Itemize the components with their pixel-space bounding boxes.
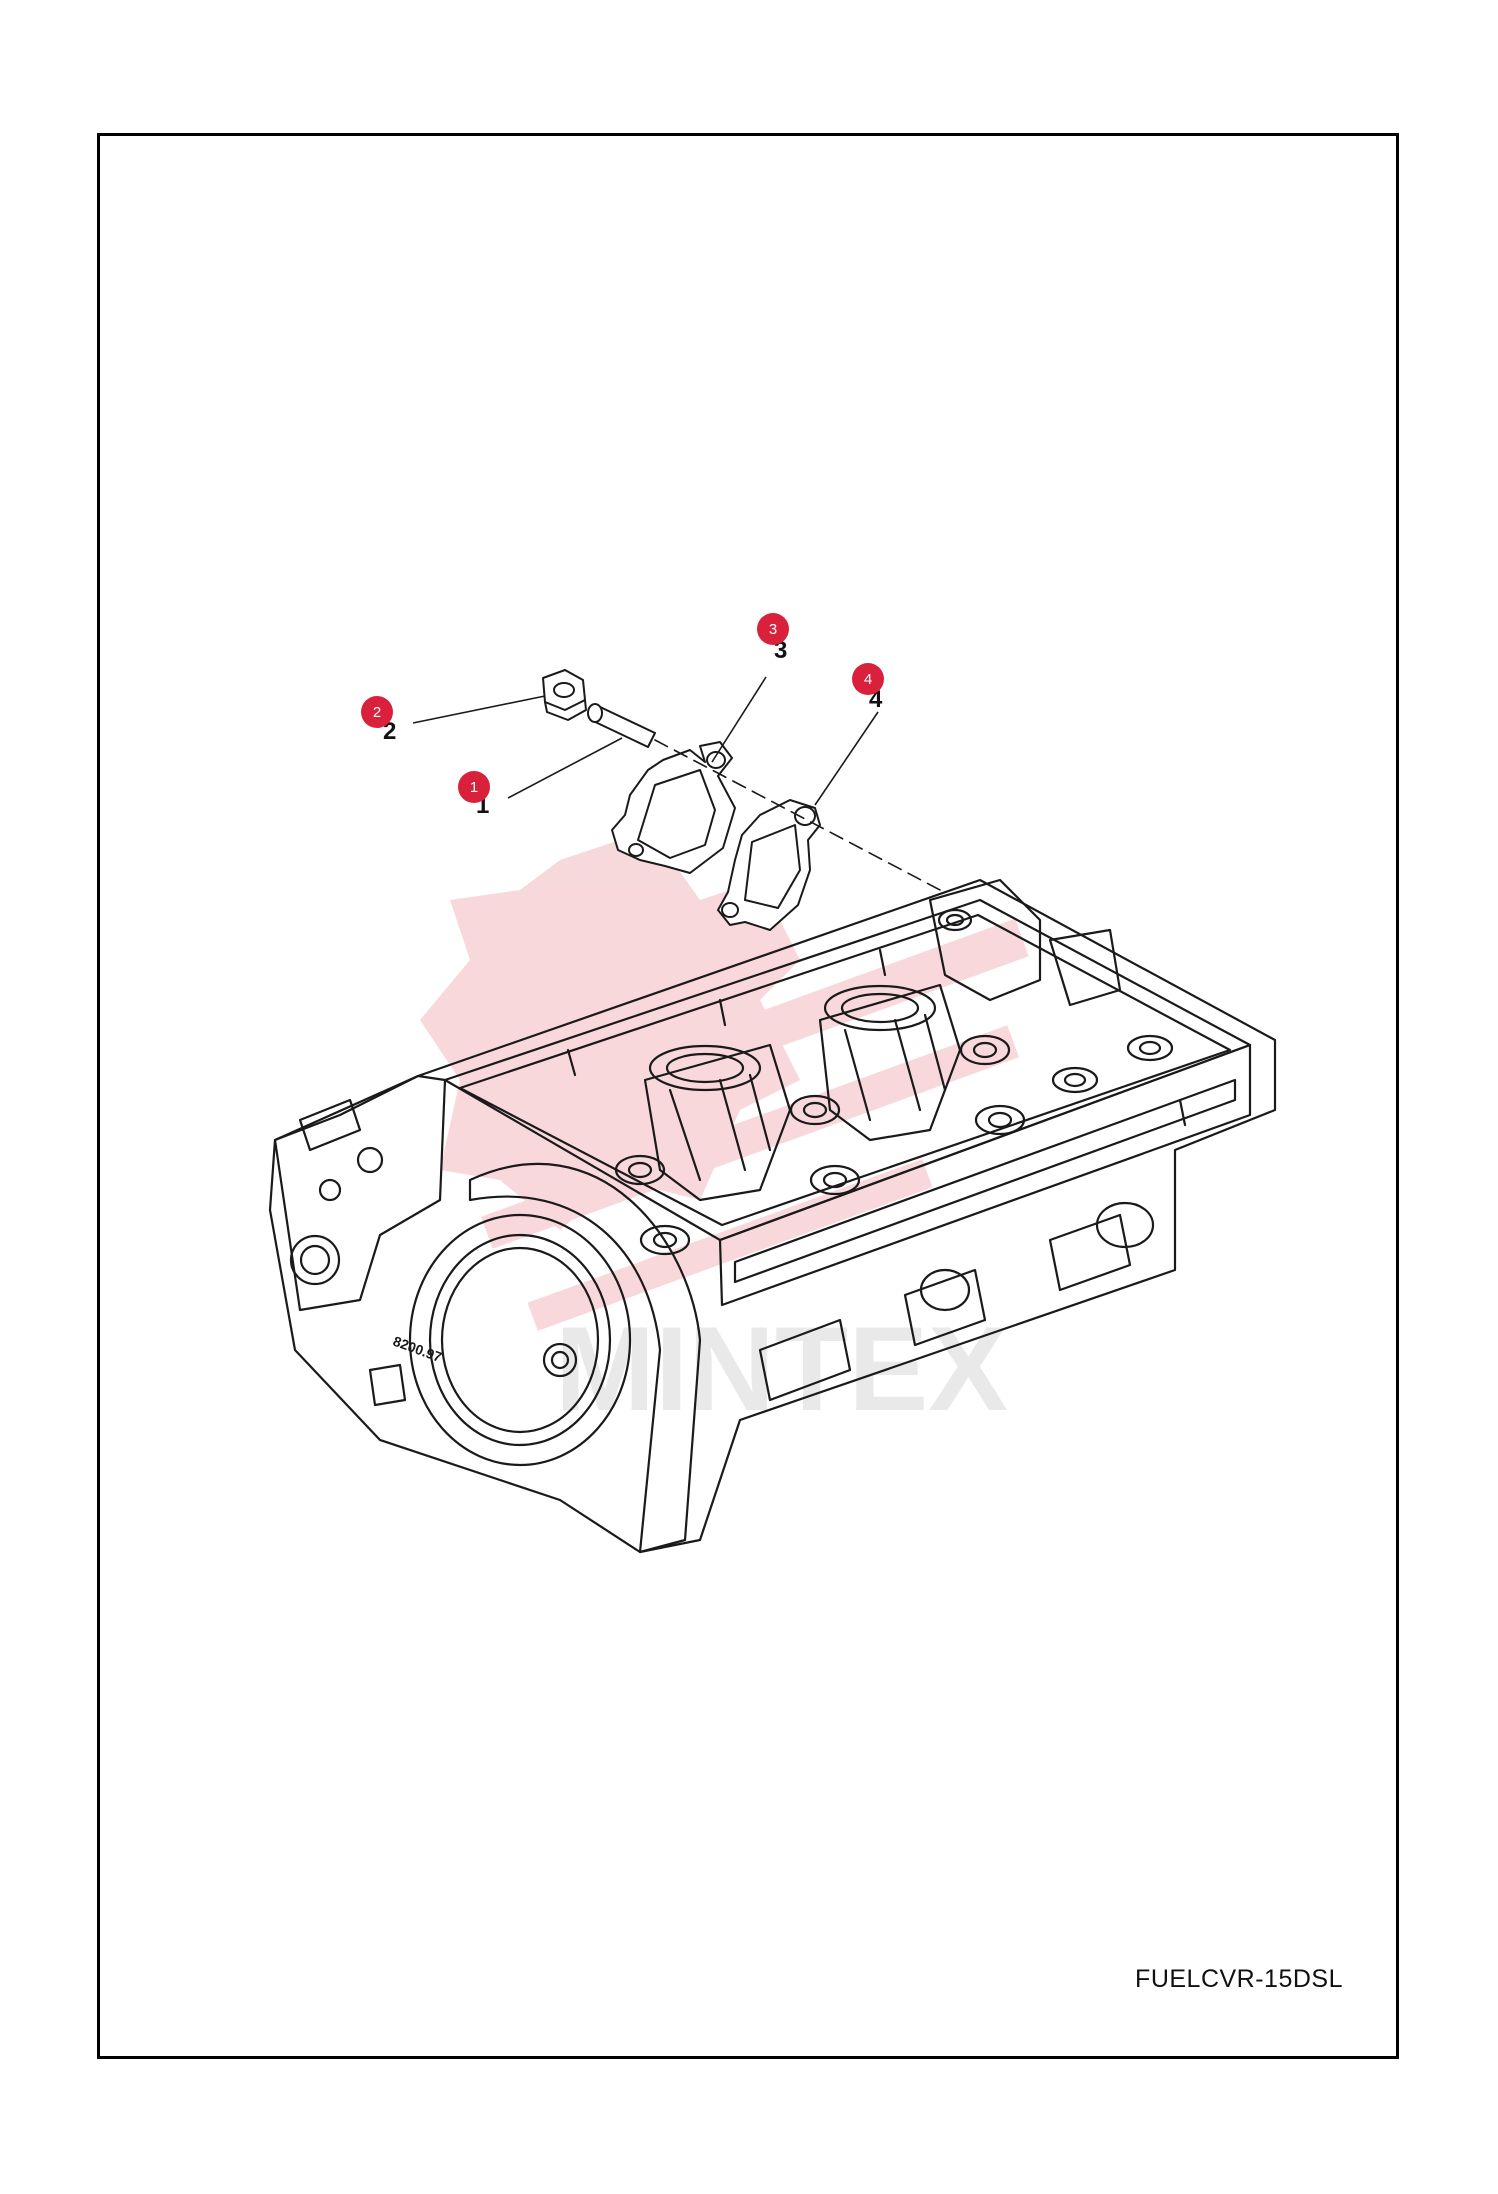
callout-badge-2[interactable] [361, 696, 393, 728]
part-2-flange-nut [542, 669, 587, 721]
callout-badge-3[interactable] [757, 613, 789, 645]
callout-badge-4-text: 4 [864, 671, 872, 688]
watermark-logo-icon [420, 830, 1029, 1331]
watermark: MINTEX [420, 830, 1029, 1436]
cylinder-head [268, 878, 1277, 1554]
callout-4[interactable]: 4 4 [852, 663, 884, 713]
casting-number: 8200.97 [391, 1333, 444, 1365]
exploded-parts [542, 669, 941, 931]
leader-line-1 [507, 737, 623, 799]
callout-badge-2-text: 2 [373, 704, 381, 721]
callout-3[interactable]: 3 3 [757, 613, 789, 664]
part-3-gasket [611, 741, 736, 874]
part-1-stud [587, 703, 656, 748]
watermark-text: MINTEX [555, 1302, 1008, 1436]
cam-towers [643, 983, 962, 1202]
drawing-code: FUELCVR-15DSL [1135, 1965, 1343, 1993]
part-4-cover [717, 799, 821, 931]
callout-1[interactable]: 1 1 [458, 771, 490, 819]
leader-line-4 [814, 711, 879, 806]
leader-line-2 [412, 695, 546, 724]
drawing-frame [97, 133, 1399, 2059]
leader-line-3 [711, 676, 767, 763]
leader-lines [412, 676, 879, 806]
callout-badge-4[interactable] [852, 663, 884, 695]
callout-badge-3-text: 3 [769, 621, 777, 638]
side-ports [758, 1201, 1155, 1402]
assembly-centerline [654, 739, 941, 891]
callout-2[interactable]: 2 2 [361, 696, 396, 745]
callout-badge-1-text: 1 [470, 779, 478, 796]
callout-badge-1[interactable] [458, 771, 490, 803]
bolt-bosses [614, 908, 1174, 1256]
